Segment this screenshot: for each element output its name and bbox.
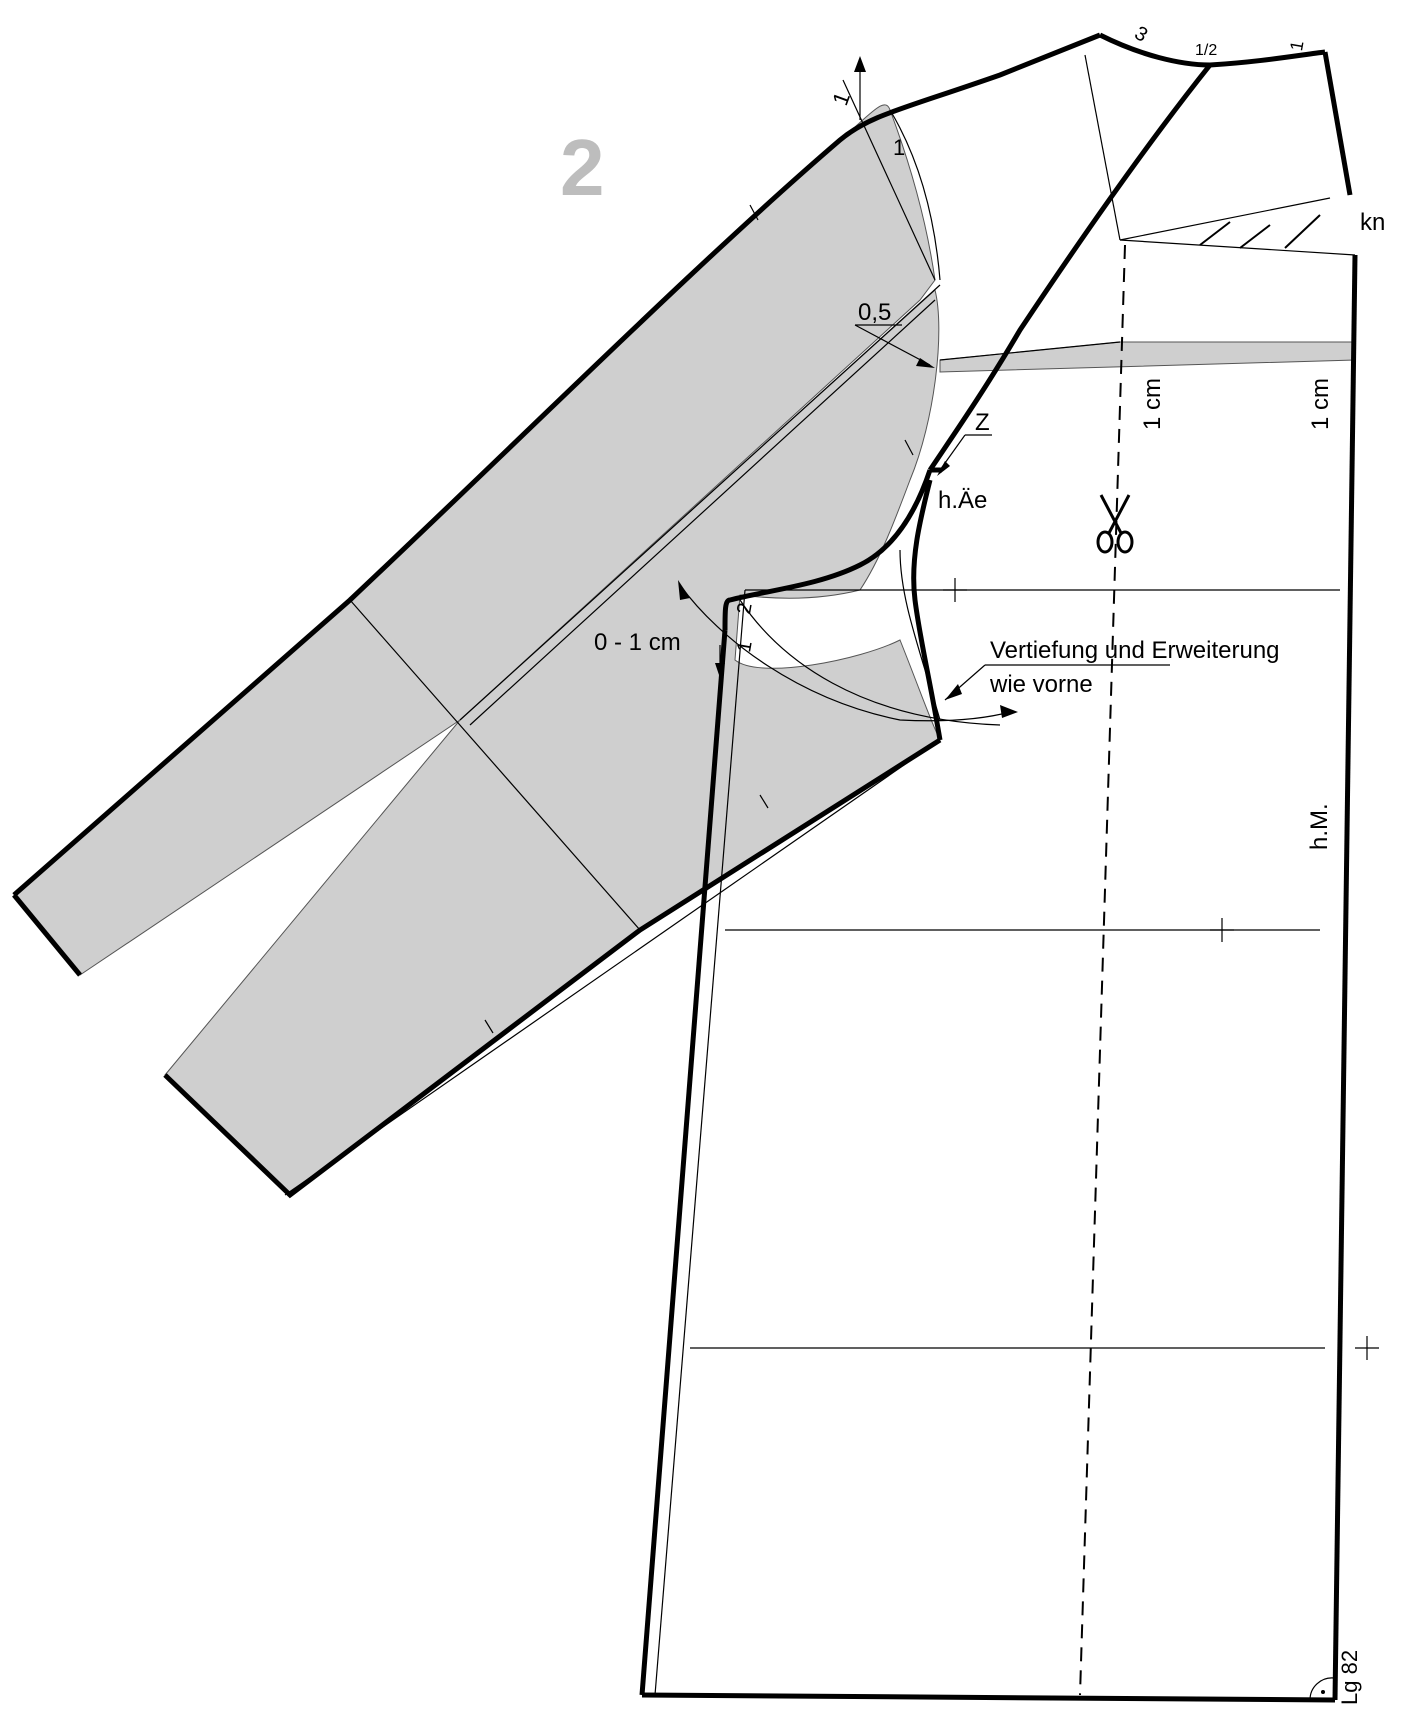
sleeve-lower-shape [164,289,941,1196]
note-line-1: Vertiefung und Erweiterung [990,637,1280,664]
label-0-1cm: 0 - 1 cm [594,629,681,656]
label-hm: h.M. [1306,803,1333,850]
label-0-5: 0,5 [858,299,891,326]
dashed-guide-line [1079,244,1126,1696]
label-arrow-1: 1 [827,89,855,109]
right-angle-mark [1309,1677,1335,1701]
label-lg: Lg 82 [1337,1650,1362,1705]
label-1cm-b: 1 cm [1307,378,1334,430]
construction-lines [284,54,1379,1696]
label-mark-2: 2 [733,601,757,616]
label-mark-1: 1 [733,639,757,654]
label-seam-1-top: 1 [1286,39,1307,52]
label-kn: kn [1360,209,1385,236]
scissors-icon [1096,494,1134,554]
label-seam-half: 1/2 [1195,42,1217,59]
right-angle-dot [1321,1690,1325,1694]
label-h-ae: h.Äe [938,487,987,514]
label-1cm-a: 1 cm [1139,378,1166,430]
figure-number: 2 [560,123,605,212]
label-z: Z [975,409,990,436]
note-line-2: wie vorne [989,671,1093,698]
label-seam-3: 3 [1131,22,1152,47]
outlines [12,32,1358,1703]
collar-hatch [1119,197,1331,249]
label-sleeve-1: 1 [893,135,905,160]
